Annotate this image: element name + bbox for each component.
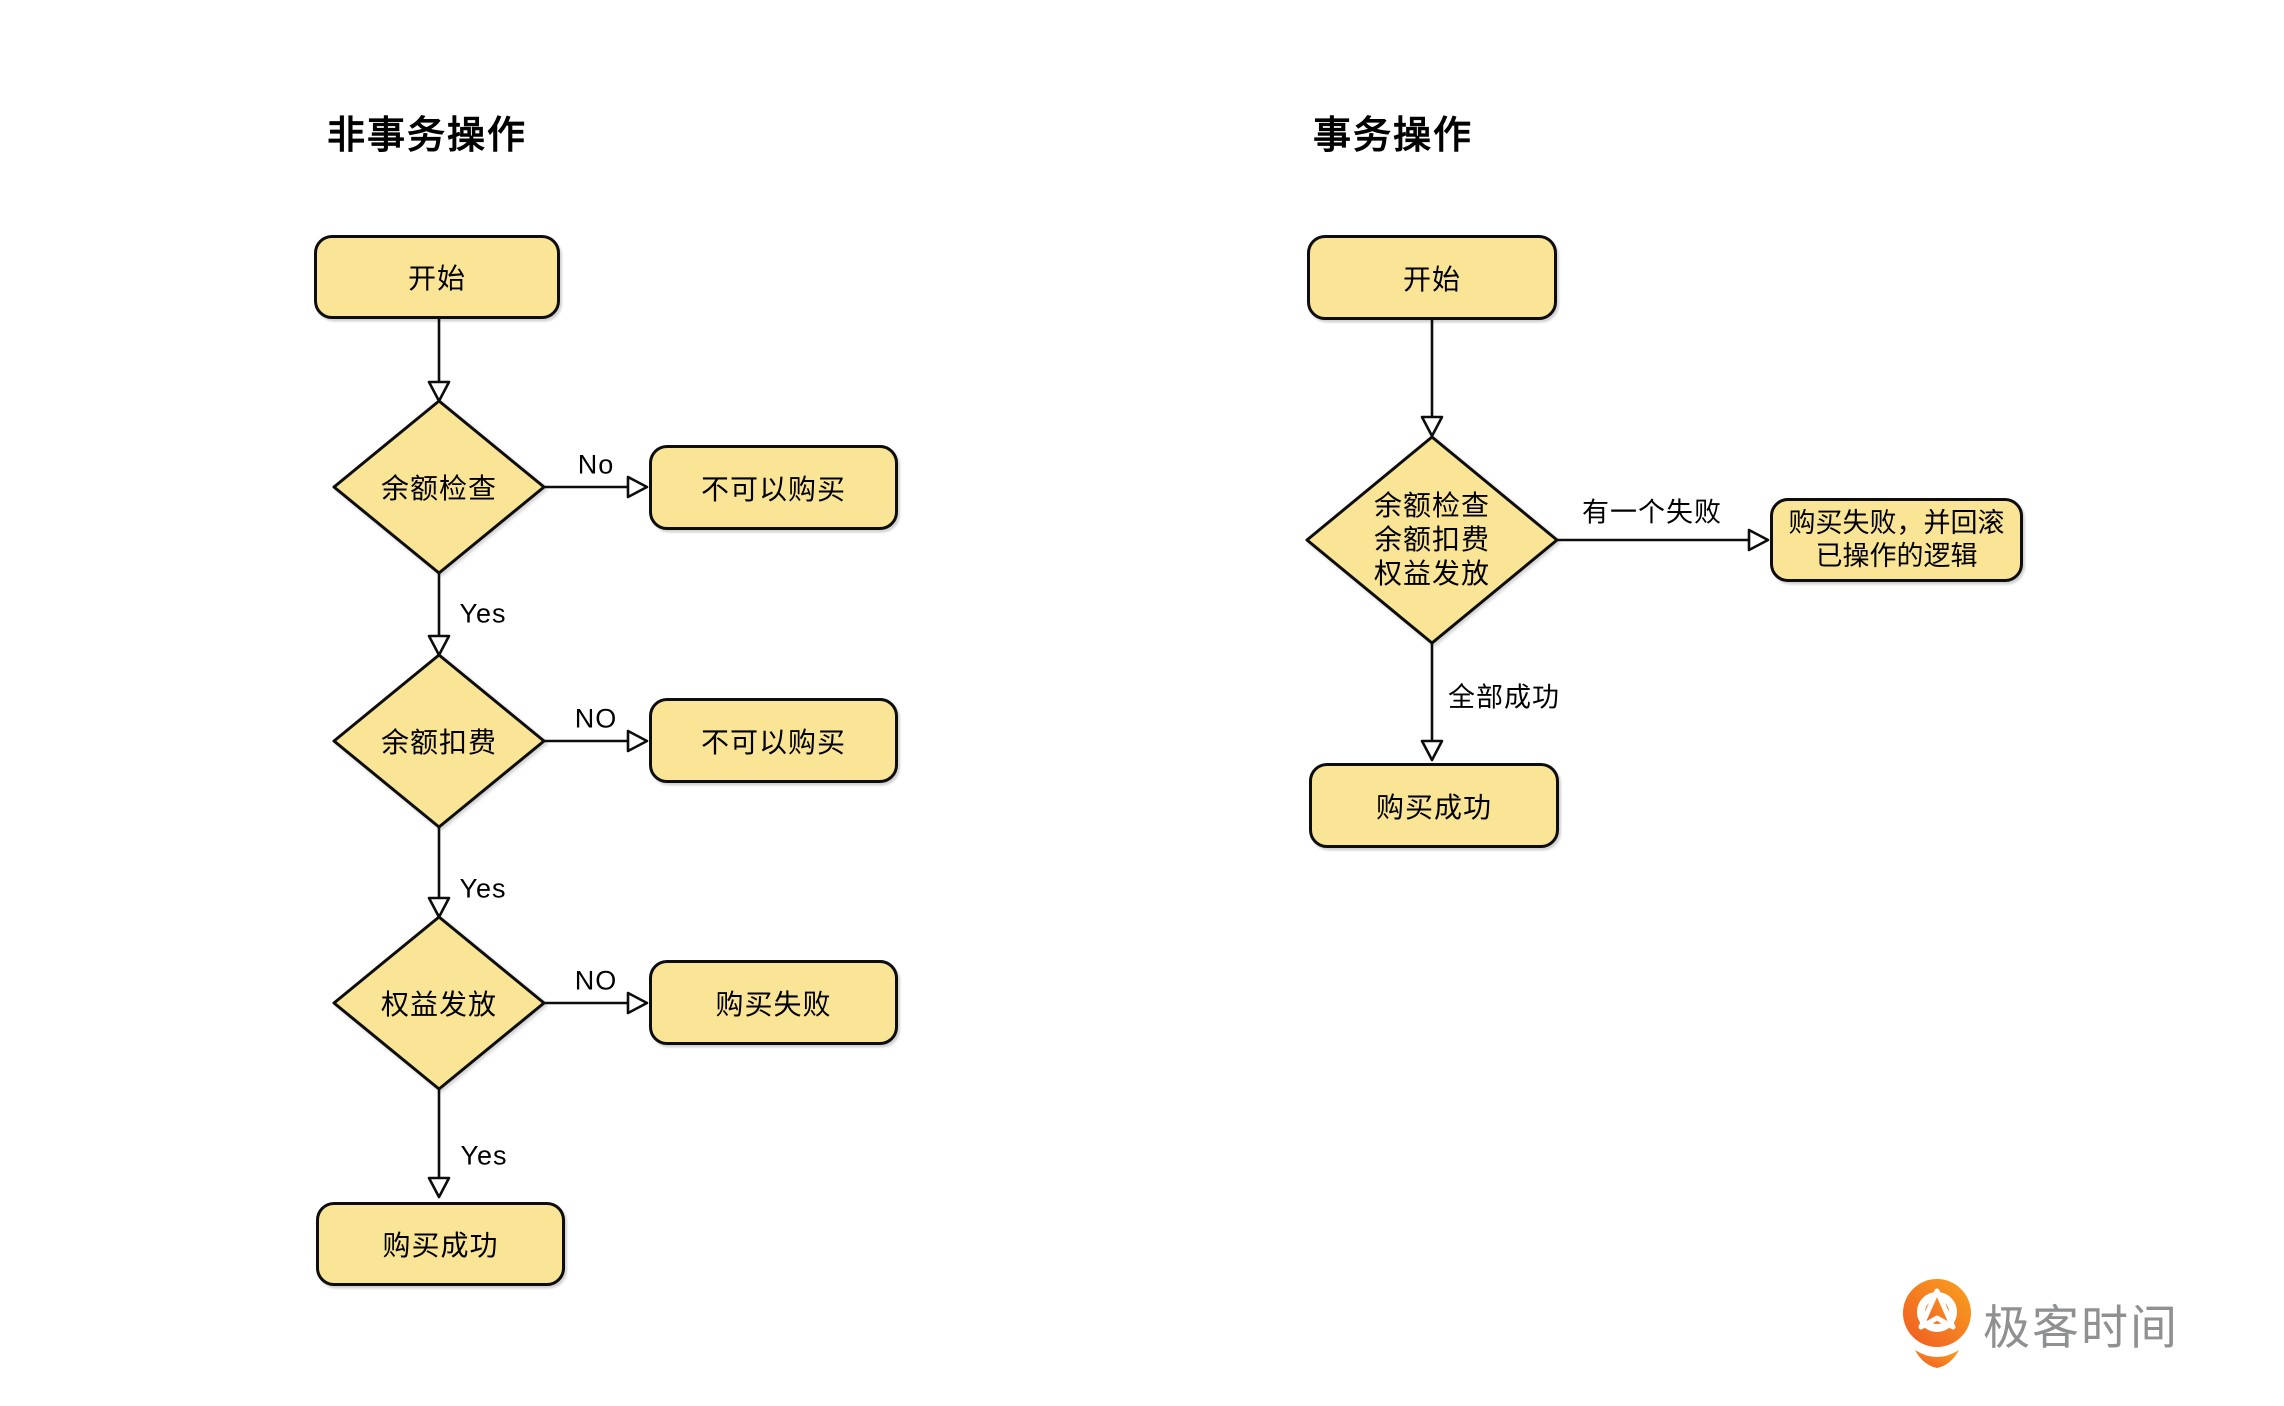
right-flow-title: 事务操作 — [1313, 115, 1474, 157]
right-end-node: 购买成功 — [1309, 763, 1559, 848]
geektime-logo: 极客时间 — [1903, 1279, 2179, 1369]
left-result3-node: 购买失败 — [649, 960, 898, 1045]
right-fail-node: 购买失败，并回滚 已操作的逻辑 — [1770, 498, 2023, 582]
edge-label-no1: No — [577, 449, 615, 480]
edge-label-yes3: Yes — [460, 1140, 508, 1171]
left-flow-title: 非事务操作 — [327, 115, 528, 157]
arrow-down-icon — [1420, 739, 1444, 762]
arrow-down-icon — [427, 634, 451, 657]
edge-label-all-success: 全部成功 — [1448, 682, 1560, 713]
edge-label-yes1: Yes — [459, 598, 507, 629]
arrow-right-icon — [626, 475, 649, 499]
left-result1-node: 不可以购买 — [649, 445, 898, 530]
arrow-down-icon — [427, 380, 451, 403]
diamond-shape-transaction-steps — [1305, 435, 1559, 645]
right-fail-line1: 购买失败，并回滚 — [1788, 508, 2005, 538]
arrow-right-icon — [626, 729, 649, 753]
arrow-right-icon — [626, 991, 649, 1015]
arrow-down-icon — [427, 896, 451, 919]
arrow-down-icon — [1420, 415, 1444, 438]
left-end-node: 购买成功 — [316, 1202, 565, 1286]
edge-label-no2: NO — [574, 703, 618, 734]
arrow-down-icon — [427, 1176, 451, 1199]
right-fail-line2: 已操作的逻辑 — [1815, 541, 1978, 571]
arrow-right-icon — [1747, 528, 1770, 552]
left-result2-node: 不可以购买 — [649, 698, 898, 783]
edge-label-one-failed: 有一个失败 — [1582, 497, 1722, 528]
geektime-logo-text: 极客时间 — [1983, 1301, 2179, 1354]
edge-label-yes2: Yes — [459, 873, 507, 904]
diamond-shape-benefit-grant — [332, 915, 546, 1091]
right-start-node: 开始 — [1307, 235, 1557, 320]
edge-label-no3: NO — [574, 965, 618, 996]
left-start-node: 开始 — [314, 235, 560, 319]
geektime-logo-icon — [1903, 1279, 1971, 1368]
diamond-shape-balance-check — [332, 399, 546, 575]
diamond-shape-balance-deduct — [332, 653, 546, 829]
